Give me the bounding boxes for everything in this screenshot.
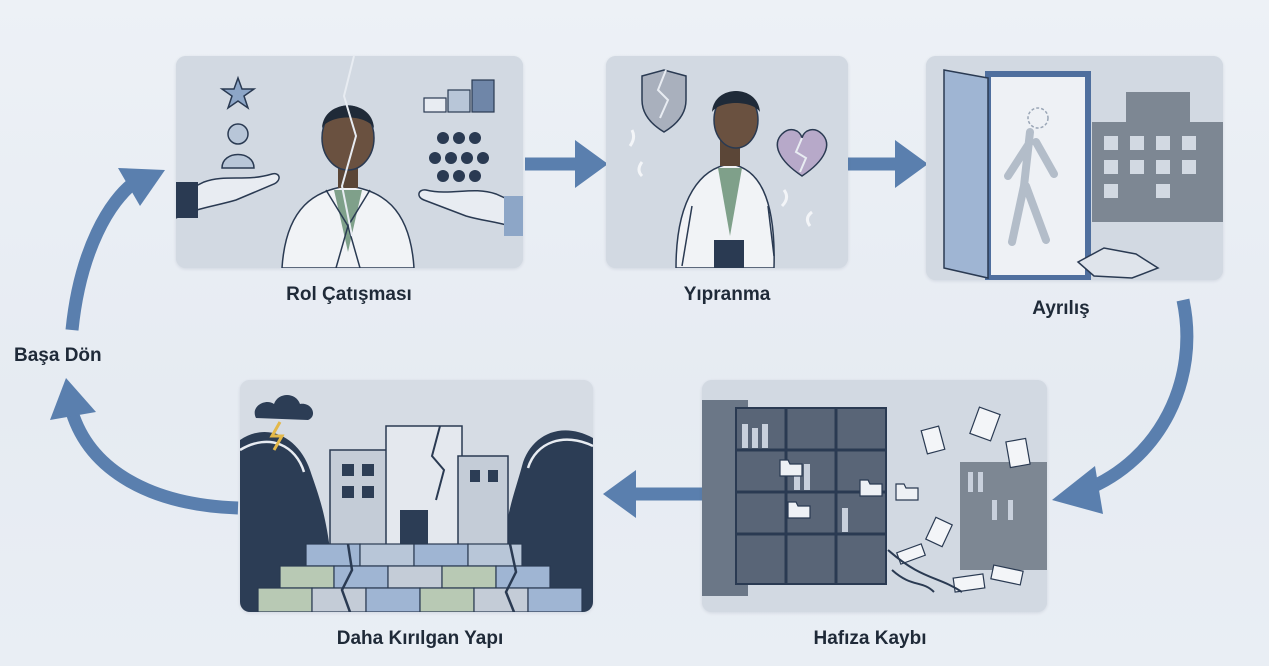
arrow-role-to-burnout [525,140,608,188]
doctor-icon [281,56,415,268]
group-icon [429,132,489,182]
label-restart: Başa Dön [14,345,102,366]
card-burnout [606,56,848,268]
label-memory-loss: Hafıza Kaybı [813,628,927,649]
broken-heart-icon [776,128,828,177]
folder-icon [779,459,919,519]
card-departure [926,56,1223,280]
star-icon [219,75,257,110]
broken-shield-icon [641,69,687,133]
hand-icon [418,189,523,236]
arrow-burnout-to-departure [848,140,928,188]
brick-wall-icon [257,543,583,612]
bar-chart-icon [423,79,495,113]
card-memory-loss [702,380,1047,612]
arrow-restart-to-role [65,168,165,331]
walking-person-icon [1004,107,1058,246]
label-departure: Ayrılış [1032,298,1090,319]
arrow-departure-to-memory [1052,298,1194,514]
person-icon [221,123,255,169]
card-fragile-structure [240,380,593,612]
arrow-memory-to-fragile [603,470,702,518]
flying-papers-icon [895,406,1031,593]
coat-icon [1076,247,1160,279]
cracked-building-icon [329,425,509,551]
doctor-icon [675,91,775,268]
card-role-conflict [176,56,523,268]
door-icon [943,69,1091,280]
label-role-conflict: Rol Çatışması [286,284,412,305]
storm-cloud-icon [254,395,314,451]
arrow-fragile-to-restart [50,378,239,515]
hand-icon [176,172,280,219]
label-fragile-structure: Daha Kırılgan Yapı [336,628,504,649]
label-burnout: Yıpranma [683,284,771,305]
building-icon [1092,92,1223,222]
